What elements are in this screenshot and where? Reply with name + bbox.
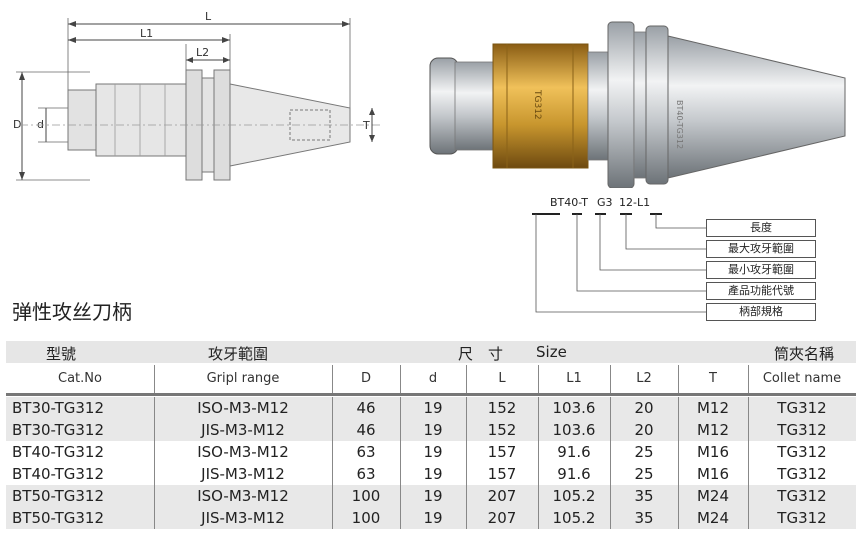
dim-label-D: D bbox=[13, 118, 21, 131]
header-L2: L2 bbox=[636, 371, 652, 386]
cell-cat-no: BT40-TG312 bbox=[12, 465, 104, 483]
header-D: D bbox=[360, 371, 371, 386]
cell-T: M16 bbox=[696, 443, 730, 461]
header-L: L bbox=[498, 371, 506, 386]
cell-D: 46 bbox=[356, 421, 376, 439]
cell-D: 46 bbox=[356, 399, 376, 417]
cell-d: 19 bbox=[423, 487, 443, 505]
code-part-shank: BT40-T bbox=[550, 196, 588, 209]
cell-cat-no: BT50-TG312 bbox=[12, 509, 104, 527]
cell-d: 19 bbox=[423, 399, 443, 417]
header-collet-name: Collet name bbox=[762, 371, 842, 386]
cell-D: 100 bbox=[351, 509, 381, 527]
header-size-cn: 尺 寸 bbox=[458, 345, 504, 363]
cell-D: 100 bbox=[351, 487, 381, 505]
table-row: BT40-TG312 ISO-M3-M12 63 19 157 91.6 25 … bbox=[6, 441, 856, 463]
cell-grip-range: ISO-M3-M12 bbox=[197, 399, 289, 417]
cell-d: 19 bbox=[423, 509, 443, 527]
table-row: BT50-TG312 ISO-M3-M12 100 19 207 105.2 3… bbox=[6, 485, 856, 507]
header-collet-cn: 筒夾名稱 bbox=[774, 345, 835, 363]
legend-item-shank-spec: 柄部規格 bbox=[706, 303, 816, 321]
dim-label-L2: L2 bbox=[196, 46, 209, 59]
cell-L: 207 bbox=[487, 509, 517, 527]
cell-D: 63 bbox=[356, 465, 376, 483]
header-cat-cn: 型號 bbox=[46, 345, 77, 363]
dim-label-L1: L1 bbox=[140, 27, 153, 40]
holder-engraving: BT40-TG312 bbox=[675, 100, 684, 149]
cell-L: 152 bbox=[487, 399, 517, 417]
cell-L2: 35 bbox=[634, 509, 654, 527]
code-part-function: G3 bbox=[597, 196, 613, 209]
dim-label-L: L bbox=[205, 10, 212, 23]
cell-cat-no: BT30-TG312 bbox=[12, 399, 104, 417]
cell-L: 152 bbox=[487, 421, 517, 439]
cell-T: M16 bbox=[696, 465, 730, 483]
header-T: T bbox=[709, 371, 717, 386]
cell-L2: 35 bbox=[634, 487, 654, 505]
legend-item-function-code: 產品功能代號 bbox=[706, 282, 816, 300]
table-header-en: Cat.No Gripl range D d L L1 L2 T Collet … bbox=[6, 365, 856, 393]
cell-L2: 25 bbox=[634, 465, 654, 483]
collet-engraving: TG312 bbox=[532, 89, 542, 120]
cell-T: M24 bbox=[696, 487, 730, 505]
cell-collet-name: TG312 bbox=[777, 443, 827, 461]
cell-collet-name: TG312 bbox=[777, 399, 827, 417]
cell-cat-no: BT40-TG312 bbox=[12, 443, 104, 461]
cell-d: 19 bbox=[423, 465, 443, 483]
cell-L1: 103.6 bbox=[552, 399, 596, 417]
technical-drawing: L L1 L2 D d T bbox=[13, 10, 380, 181]
cell-collet-name: TG312 bbox=[777, 421, 827, 439]
cell-L: 157 bbox=[487, 443, 517, 461]
header-cat-no: Cat.No bbox=[58, 371, 102, 386]
header-size-en: Size bbox=[536, 343, 567, 361]
cell-cat-no: BT50-TG312 bbox=[12, 487, 104, 505]
cell-grip-range: ISO-M3-M12 bbox=[197, 443, 289, 461]
cell-L1: 91.6 bbox=[557, 465, 591, 483]
header-range-cn: 攻牙範圍 bbox=[208, 345, 269, 363]
header-grip-range: Gripl range bbox=[206, 371, 280, 386]
cell-grip-range: ISO-M3-M12 bbox=[197, 487, 289, 505]
dim-label-T: T bbox=[362, 119, 370, 132]
table-header-cn: 型號 攻牙範圍 尺 寸 Size 筒夾名稱 bbox=[6, 341, 856, 363]
cell-collet-name: TG312 bbox=[777, 465, 827, 483]
cell-T: M12 bbox=[696, 421, 730, 439]
cell-T: M12 bbox=[696, 399, 730, 417]
product-photo: TG312 BT40-TG312 bbox=[429, 21, 846, 188]
cell-d: 19 bbox=[423, 443, 443, 461]
cell-grip-range: JIS-M3-M12 bbox=[201, 509, 285, 527]
header-L1: L1 bbox=[566, 371, 582, 386]
cell-L1: 105.2 bbox=[552, 487, 596, 505]
cell-grip-range: JIS-M3-M12 bbox=[201, 465, 285, 483]
cell-L2: 20 bbox=[634, 421, 654, 439]
legend-item-max-range: 最大攻牙範圍 bbox=[706, 240, 816, 258]
legend-item-min-range: 最小攻牙範圍 bbox=[706, 261, 816, 279]
cell-L: 207 bbox=[487, 487, 517, 505]
cell-L1: 105.2 bbox=[552, 509, 596, 527]
dim-label-d: d bbox=[37, 118, 44, 131]
product-title: 弹性攻丝刀柄 bbox=[12, 300, 132, 324]
cell-D: 63 bbox=[356, 443, 376, 461]
cell-T: M24 bbox=[696, 509, 730, 527]
cell-collet-name: TG312 bbox=[777, 487, 827, 505]
cell-grip-range: JIS-M3-M12 bbox=[201, 421, 285, 439]
table-row: BT50-TG312 JIS-M3-M12 100 19 207 105.2 3… bbox=[6, 507, 856, 529]
cell-collet-name: TG312 bbox=[777, 509, 827, 527]
cell-L2: 20 bbox=[634, 399, 654, 417]
header-d: d bbox=[428, 371, 438, 386]
table-row: BT40-TG312 JIS-M3-M12 63 19 157 91.6 25 … bbox=[6, 463, 856, 485]
table-row: BT30-TG312 ISO-M3-M12 46 19 152 103.6 20… bbox=[6, 397, 856, 419]
cell-L1: 103.6 bbox=[552, 421, 596, 439]
cell-L1: 91.6 bbox=[557, 443, 591, 461]
table-row: BT30-TG312 JIS-M3-M12 46 19 152 103.6 20… bbox=[6, 419, 856, 441]
cell-cat-no: BT30-TG312 bbox=[12, 421, 104, 439]
cell-L2: 25 bbox=[634, 443, 654, 461]
code-part-length: 12-L1 bbox=[619, 196, 651, 209]
legend-item-length: 長度 bbox=[706, 219, 816, 237]
code-legend-lines bbox=[532, 213, 706, 313]
cell-d: 19 bbox=[423, 421, 443, 439]
cell-L: 157 bbox=[487, 465, 517, 483]
